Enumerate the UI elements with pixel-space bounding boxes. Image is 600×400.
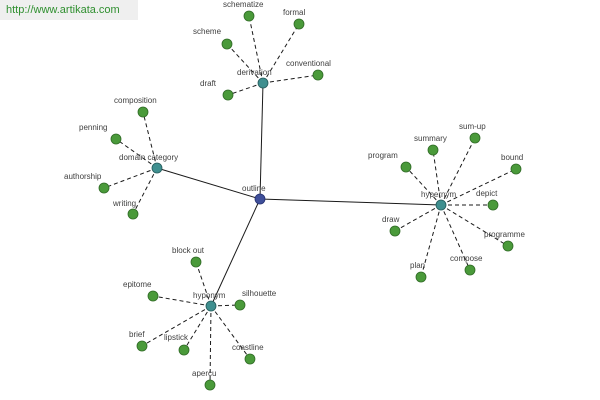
edge-derivation-conventional <box>262 74 319 84</box>
leaf-label-brief[interactable]: brief <box>129 330 145 339</box>
leaf-node-authorship[interactable] <box>98 182 110 194</box>
edge-domain-category-authorship <box>103 167 158 189</box>
leaf-label-draw[interactable]: draw <box>382 215 400 224</box>
edge-hypernym-compose <box>440 204 471 271</box>
leaf-label-writing[interactable]: writing <box>112 199 136 208</box>
leaf-node-programme[interactable] <box>502 240 514 252</box>
edge-hypernym-sum-up <box>440 137 476 206</box>
leaf-node-block-out[interactable] <box>190 256 202 268</box>
edge-hyponym-coastline <box>210 305 251 360</box>
leaf-node-draw[interactable] <box>389 225 401 237</box>
leaf-node-silhouette[interactable] <box>234 299 246 311</box>
hub-node-hyponym[interactable] <box>205 300 217 312</box>
edge-hypernym-draw <box>394 204 442 232</box>
leaf-label-block-out[interactable]: block out <box>172 246 205 255</box>
leaf-label-silhouette[interactable]: silhouette <box>242 289 277 298</box>
leaf-node-depict[interactable] <box>487 199 499 211</box>
edge-root-derivation <box>259 82 264 200</box>
leaf-label-schematize[interactable]: schematize <box>223 0 264 9</box>
leaf-node-apercu[interactable] <box>204 379 216 391</box>
root-label[interactable]: outline <box>242 184 266 193</box>
leaf-label-scheme[interactable]: scheme <box>193 27 222 36</box>
hub-label-domain-category[interactable]: domain category <box>119 153 178 162</box>
edge-hypernym-programme <box>440 204 509 247</box>
edge-derivation-schematize <box>248 15 264 84</box>
hub-label-hypernym[interactable]: hypernym <box>421 190 456 199</box>
leaf-label-conventional[interactable]: conventional <box>286 59 331 68</box>
leaf-label-depict[interactable]: depict <box>476 189 498 198</box>
edge-domain-category-writing <box>132 167 158 215</box>
edge-derivation-scheme <box>226 43 264 84</box>
leaf-node-conventional[interactable] <box>312 69 324 81</box>
edge-hyponym-lipstick <box>183 305 212 351</box>
site-url-banner[interactable]: http://www.artikata.com <box>0 0 138 20</box>
leaf-node-formal[interactable] <box>293 18 305 30</box>
leaf-node-epitome[interactable] <box>147 290 159 302</box>
leaf-label-penning[interactable]: penning <box>79 123 107 132</box>
leaf-node-scheme[interactable] <box>221 38 233 50</box>
leaf-node-compose[interactable] <box>464 264 476 276</box>
leaf-node-draft[interactable] <box>222 89 234 101</box>
edge-root-hyponym <box>210 198 261 307</box>
leaf-label-programme[interactable]: programme <box>484 230 525 239</box>
edge-hypernym-program <box>405 166 442 206</box>
leaf-node-composition[interactable] <box>137 106 149 118</box>
edge-hyponym-apercu <box>209 305 212 386</box>
leaf-node-writing[interactable] <box>127 208 139 220</box>
leaf-label-summary[interactable]: summary <box>414 134 447 143</box>
hub-node-derivation[interactable] <box>257 77 269 89</box>
leaf-label-bound[interactable]: bound <box>501 153 523 162</box>
edge-root-domain-category <box>156 167 261 200</box>
root-node-outline[interactable] <box>254 193 266 205</box>
leaf-node-brief[interactable] <box>136 340 148 352</box>
leaf-node-lipstick[interactable] <box>178 344 190 356</box>
leaf-label-apercu[interactable]: apercu <box>192 369 216 378</box>
edge-root-hypernym <box>259 198 442 206</box>
leaf-label-plan[interactable]: plan <box>410 261 425 270</box>
leaf-node-bound[interactable] <box>510 163 522 175</box>
edge-hypernym-plan <box>420 204 442 278</box>
edge-hyponym-epitome <box>152 295 212 307</box>
edge-domain-category-penning <box>115 138 158 169</box>
leaf-node-plan[interactable] <box>415 271 427 283</box>
leaf-label-draft[interactable]: draft <box>200 79 217 88</box>
hub-node-hypernym[interactable] <box>435 199 447 211</box>
edge-hypernym-summary <box>432 149 442 206</box>
hub-label-derivation[interactable]: derivation <box>237 68 272 77</box>
leaf-node-program[interactable] <box>400 161 412 173</box>
leaf-label-lipstick[interactable]: lipstick <box>164 333 189 342</box>
leaf-label-epitome[interactable]: epitome <box>123 280 152 289</box>
leaf-label-formal[interactable]: formal <box>283 8 305 17</box>
edge-hyponym-block-out <box>195 261 212 307</box>
leaf-label-program[interactable]: program <box>368 151 398 160</box>
leaf-label-composition[interactable]: composition <box>114 96 157 105</box>
leaf-label-coastline[interactable]: coastline <box>232 343 264 352</box>
leaf-node-penning[interactable] <box>110 133 122 145</box>
edge-derivation-draft <box>227 82 264 96</box>
leaf-node-coastline[interactable] <box>244 353 256 365</box>
edge-hypernym-bound <box>440 168 517 206</box>
leaf-node-sum-up[interactable] <box>469 132 481 144</box>
edge-derivation-formal <box>262 23 300 84</box>
hub-label-hyponym[interactable]: hyponym <box>193 291 226 300</box>
edge-hyponym-brief <box>141 305 212 347</box>
hub-node-domain-category[interactable] <box>151 162 163 174</box>
leaf-node-schematize[interactable] <box>243 10 255 22</box>
leaf-label-authorship[interactable]: authorship <box>64 172 102 181</box>
edge-domain-category-composition <box>142 111 158 169</box>
leaf-label-compose[interactable]: compose <box>450 254 483 263</box>
leaf-node-summary[interactable] <box>427 144 439 156</box>
leaf-label-sum-up[interactable]: sum-up <box>459 122 486 131</box>
